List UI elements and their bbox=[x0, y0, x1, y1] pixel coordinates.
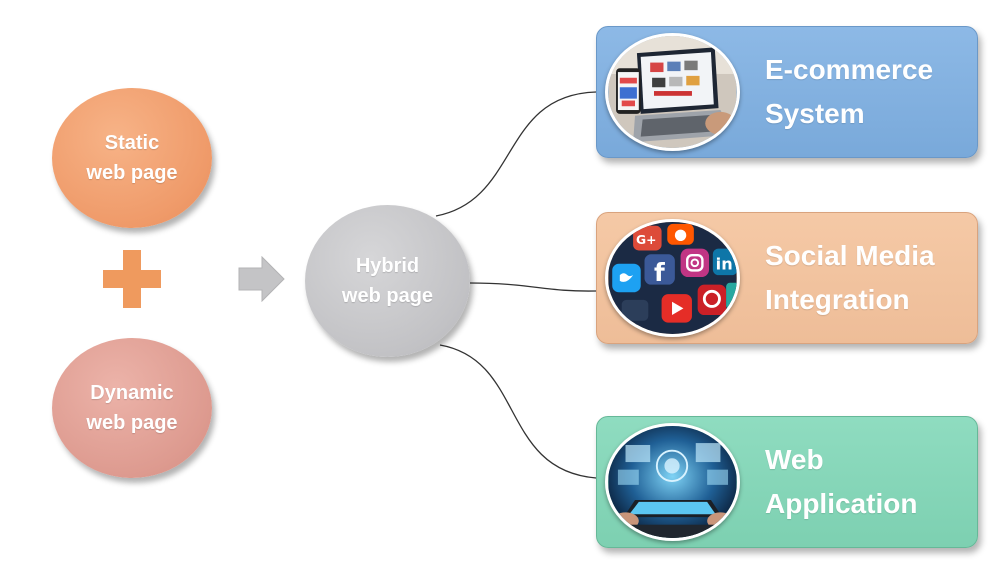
ecommerce-system-label: E-commerce System bbox=[765, 54, 934, 129]
dynamic-web-page-label: Dynamic web page bbox=[86, 382, 178, 434]
connector-webapp bbox=[439, 344, 597, 479]
hybrid-web-page-node: Hybrid web page bbox=[305, 205, 470, 357]
right-arrow-icon bbox=[238, 256, 285, 302]
social-media-apps-icon: f in G+ bbox=[605, 219, 740, 337]
social-media-integration-label: Social Media Integration bbox=[765, 240, 935, 315]
static-web-page-label: Static web page bbox=[86, 132, 178, 184]
ecommerce-system-card: E-commerce System bbox=[596, 26, 978, 158]
connector-ecommerce bbox=[435, 91, 597, 217]
web-application-card: Web Application bbox=[596, 416, 978, 548]
connector-social bbox=[469, 282, 597, 292]
dynamic-web-page-node: Dynamic web page bbox=[52, 338, 212, 478]
ecommerce-laptop-icon bbox=[605, 33, 740, 151]
hybrid-web-page-label: Hybrid web page bbox=[341, 255, 434, 307]
web-application-tablet-icon bbox=[605, 423, 740, 541]
social-media-integration-card: f in G+ bbox=[596, 212, 978, 344]
svg-text:in: in bbox=[716, 254, 733, 273]
svg-text:G+: G+ bbox=[636, 233, 656, 247]
web-application-label: Web Application bbox=[765, 444, 918, 519]
plus-icon bbox=[103, 250, 161, 308]
static-web-page-node: Static web page bbox=[52, 88, 212, 228]
svg-text:f: f bbox=[654, 258, 665, 287]
